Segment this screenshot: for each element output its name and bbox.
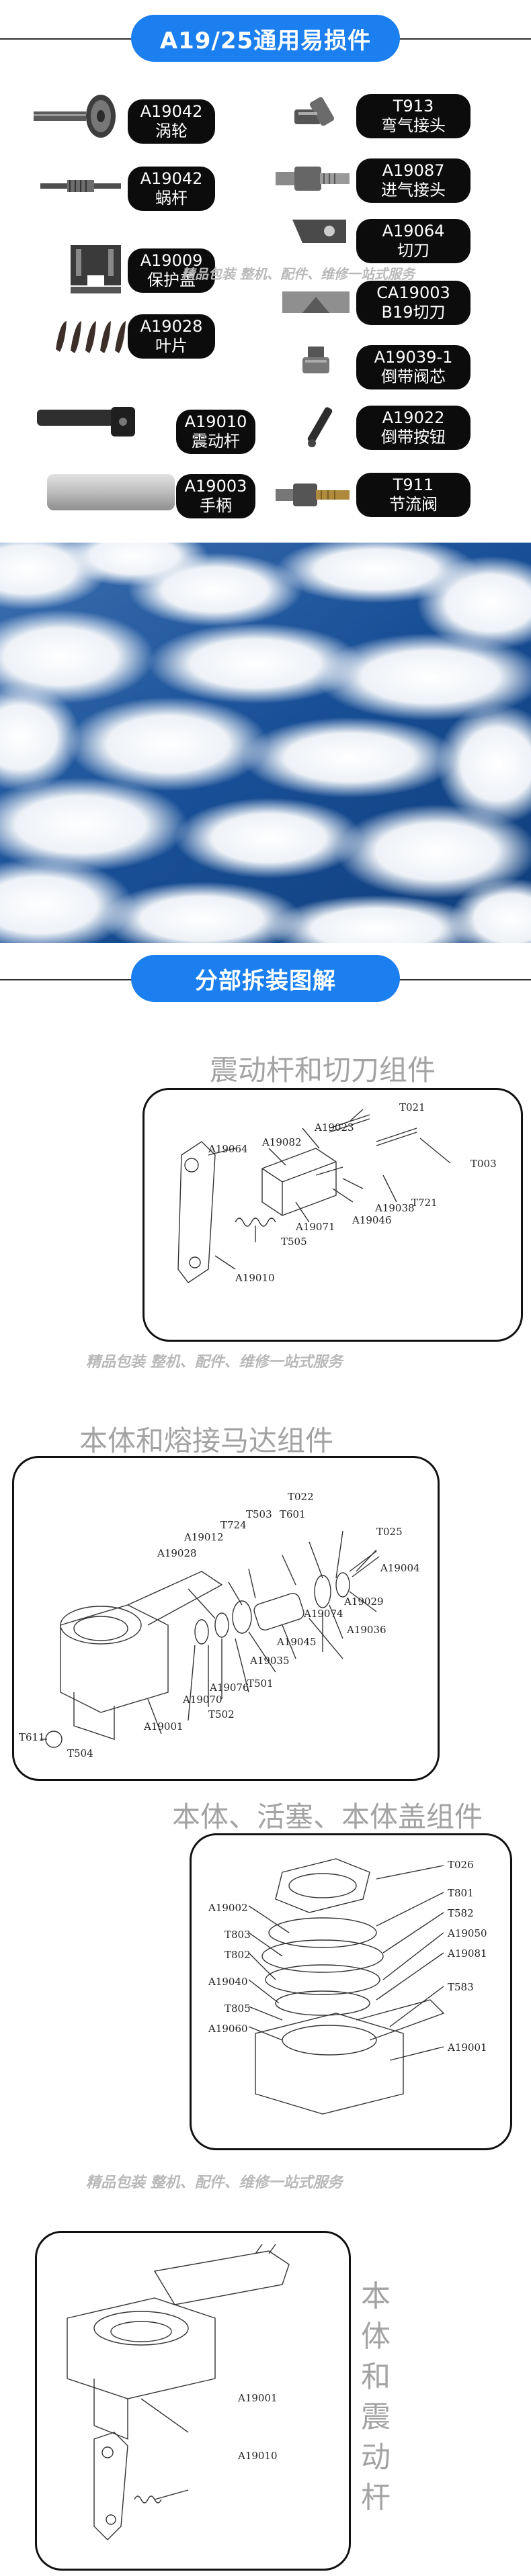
callout: T611 bbox=[19, 1731, 45, 1743]
callout: A19035 bbox=[250, 1655, 290, 1667]
callout: A19001 bbox=[144, 1720, 183, 1733]
callout: A19070 bbox=[183, 1694, 222, 1706]
callout: T721 bbox=[411, 1197, 438, 1209]
callout: A19074 bbox=[304, 1608, 343, 1620]
callout: T601 bbox=[280, 1508, 306, 1520]
diagram4-frame bbox=[35, 2231, 351, 2571]
callout: A19064 bbox=[208, 1143, 248, 1155]
cutter-icon bbox=[292, 220, 346, 243]
callout: T803 bbox=[224, 1929, 251, 1941]
diagram2-drawing bbox=[40, 1530, 380, 1748]
callout: A19081 bbox=[448, 1947, 487, 1960]
diagram3-drawing bbox=[248, 1858, 445, 2115]
callout: T503 bbox=[246, 1508, 272, 1520]
watermark: 精品包装 整机、配件、维修一站式服务 bbox=[86, 1354, 343, 1371]
callout: T025 bbox=[376, 1526, 403, 1538]
callout: A19023 bbox=[315, 1121, 354, 1134]
callout: T021 bbox=[399, 1101, 425, 1113]
section1-banner: A19/25通用易损件 bbox=[131, 15, 400, 62]
callout: T802 bbox=[224, 1949, 251, 1961]
callout: T805 bbox=[224, 2003, 251, 2015]
callout: T003 bbox=[471, 1158, 497, 1170]
diagram2-title: 本体和熔接马达组件 bbox=[79, 1424, 334, 1457]
callout: A19060 bbox=[208, 2023, 248, 2035]
callout: A19010 bbox=[238, 2450, 278, 2462]
handle-icon bbox=[47, 474, 175, 510]
watermark: 精品包装 整机、配件、维修一站式服务 bbox=[181, 266, 415, 282]
elbow-fitting-icon bbox=[294, 97, 335, 126]
callout: T582 bbox=[448, 1907, 474, 1919]
callout: A19071 bbox=[296, 1221, 335, 1233]
callout: T583 bbox=[448, 1981, 474, 1993]
diagram4-drawing bbox=[67, 2244, 290, 2540]
callout: A19082 bbox=[262, 1136, 302, 1148]
callout: A19002 bbox=[208, 1902, 248, 1914]
callout: T801 bbox=[448, 1887, 474, 1899]
section2-banner: 分部拆装图解 bbox=[131, 955, 400, 1002]
vibration-lever-icon bbox=[37, 407, 135, 436]
callout: A19040 bbox=[208, 1976, 248, 1988]
callout: T504 bbox=[67, 1747, 93, 1759]
callout: T026 bbox=[448, 1859, 474, 1871]
callout: T724 bbox=[220, 1519, 247, 1531]
worm-shaft-icon bbox=[40, 180, 121, 192]
callout: A19001 bbox=[238, 2392, 278, 2404]
watermark: 精品包装 整机、配件、维修一站式服务 bbox=[86, 2174, 343, 2191]
callout: T502 bbox=[208, 1708, 235, 1720]
callout: T505 bbox=[281, 1236, 307, 1248]
callout: A19001 bbox=[448, 2041, 487, 2054]
vanes-icon bbox=[56, 321, 126, 353]
callout: A19038 bbox=[375, 1202, 415, 1214]
callout: T022 bbox=[288, 1491, 314, 1503]
diagram1-drawing bbox=[177, 1109, 451, 1283]
callout: T501 bbox=[247, 1677, 274, 1690]
diagram1-title: 震动杆和切刀组件 bbox=[210, 1054, 436, 1087]
callout: A19076 bbox=[210, 1682, 249, 1694]
callout: A19045 bbox=[277, 1636, 317, 1648]
air-inlet-icon bbox=[276, 167, 350, 191]
worm-gear-icon bbox=[34, 95, 116, 138]
diagram4-title: 本体和震动杆 bbox=[361, 2279, 391, 2515]
callout: A19046 bbox=[352, 1214, 392, 1226]
callout: A19004 bbox=[380, 1562, 420, 1574]
callout: A19012 bbox=[184, 1531, 224, 1543]
valve-core-icon bbox=[302, 347, 329, 373]
callout: A19036 bbox=[347, 1624, 386, 1636]
diagram1-frame bbox=[142, 1088, 523, 1342]
callout: A19050 bbox=[448, 1927, 487, 1939]
diagram3-title: 本体、活塞、本体盖组件 bbox=[172, 1800, 483, 1833]
rewind-button-icon bbox=[307, 407, 333, 447]
sky-photo bbox=[0, 543, 531, 943]
callout: A19028 bbox=[157, 1547, 197, 1559]
callout: A19029 bbox=[344, 1596, 384, 1608]
b19-cutter-icon bbox=[282, 291, 350, 313]
guard-cover-icon bbox=[71, 245, 121, 293]
diagram3-frame bbox=[190, 1833, 512, 2150]
callout: A19010 bbox=[235, 1272, 275, 1284]
throttle-valve-icon bbox=[276, 484, 350, 506]
